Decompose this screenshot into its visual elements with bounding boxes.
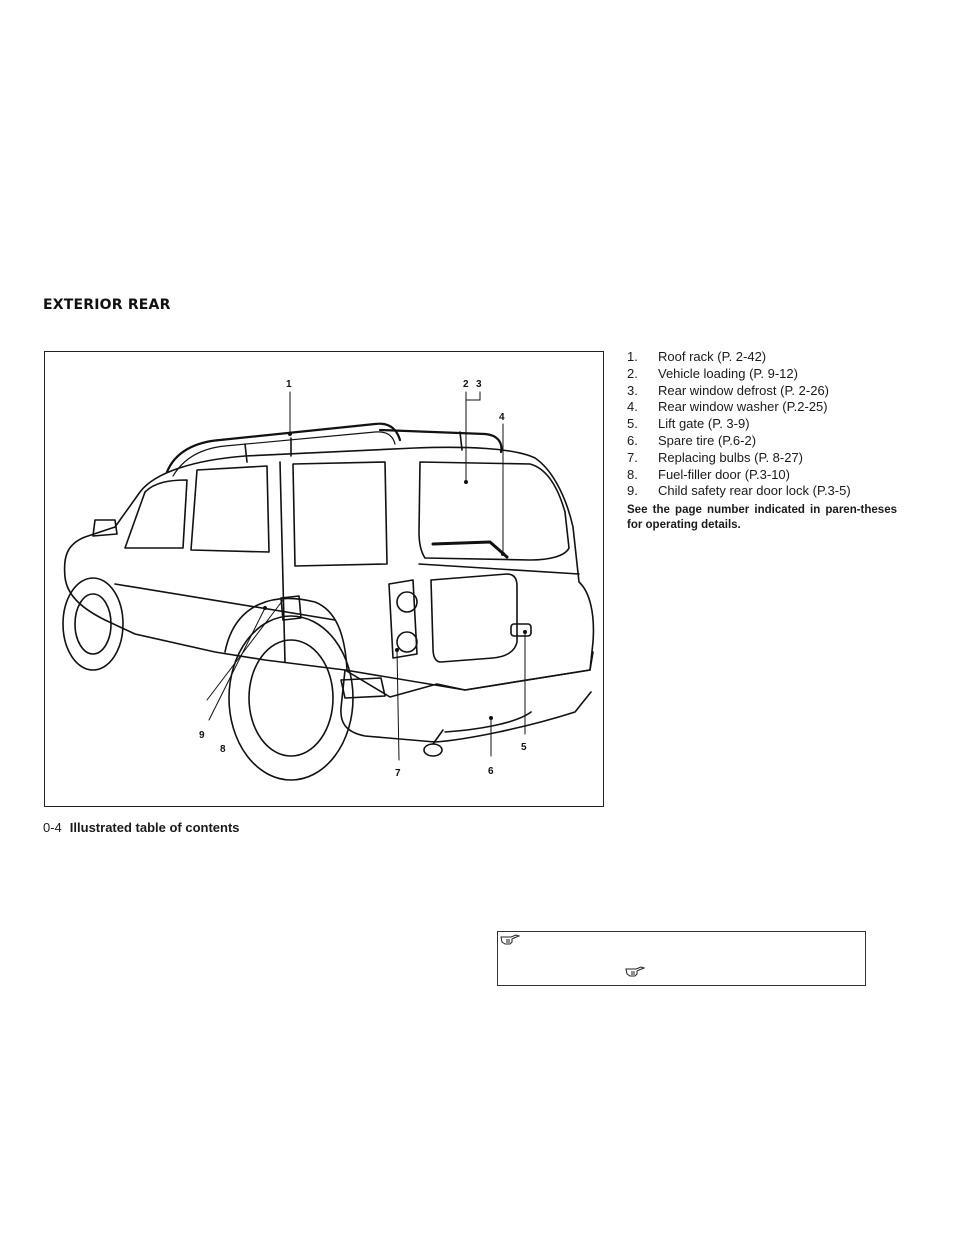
- item-number: 7.: [627, 449, 638, 465]
- page-number: 0-4: [43, 820, 62, 835]
- item-label: Spare tire (P.6-2): [658, 432, 757, 448]
- item-label: Fuel-filler door (P.3-10): [658, 466, 790, 482]
- list-item: 1. Roof rack (P. 2-42): [627, 349, 907, 366]
- list-item: 2. Vehicle loading (P. 9-12): [627, 366, 907, 383]
- list-item: 8. Fuel-filler door (P.3-10): [627, 467, 907, 484]
- item-label: Vehicle loading (P. 9-12): [658, 365, 798, 381]
- page-reference-note: See the page number indicated in paren-t…: [627, 504, 897, 531]
- list-item: 4. Rear window washer (P.2-25): [627, 399, 907, 416]
- pointing-hand-icon: [500, 934, 520, 945]
- list-item: 7. Replacing bulbs (P. 8-27): [627, 450, 907, 467]
- item-number: 6.: [627, 432, 638, 448]
- item-number: 5.: [627, 416, 638, 432]
- item-number: 9.: [627, 483, 638, 499]
- callout-2: 2: [463, 379, 469, 390]
- callout-7: 7: [395, 768, 401, 779]
- item-number: 3.: [627, 382, 638, 398]
- reference-box: [497, 931, 866, 986]
- callout-5: 5: [521, 742, 527, 753]
- item-label: Rear window defrost (P. 2-26): [658, 382, 830, 398]
- item-number: 4.: [627, 399, 638, 415]
- list-item: 5. Lift gate (P. 3-9): [627, 416, 907, 433]
- item-number: 8.: [627, 466, 638, 482]
- list-item: 3. Rear window defrost (P. 2-26): [627, 383, 907, 400]
- list-item: 6. Spare tire (P.6-2): [627, 433, 907, 450]
- callout-1: 1: [286, 379, 292, 390]
- callout-9: 9: [199, 730, 205, 741]
- callout-4: 4: [499, 412, 505, 423]
- item-label: Roof rack (P. 2-42): [658, 349, 767, 364]
- callout-3: 3: [476, 379, 482, 390]
- item-label: Lift gate (P. 3-9): [658, 416, 750, 432]
- item-label: Rear window washer (P.2-25): [658, 399, 828, 415]
- list-item: 9. Child safety rear door lock (P.3-5): [627, 483, 907, 500]
- pointing-hand-icon: [625, 966, 645, 977]
- vehicle-rear-illustration: 1 2 3 4 5 6 7 8 9: [44, 351, 604, 807]
- item-number: 1.: [627, 349, 638, 364]
- vehicle-drawing: 1 2 3 4 5 6 7 8 9: [62, 379, 595, 781]
- page-footer: 0-4 Illustrated table of contents: [43, 820, 240, 835]
- callout-8: 8: [220, 744, 226, 755]
- item-label: Child safety rear door lock (P.3-5): [658, 483, 851, 499]
- item-number: 2.: [627, 365, 638, 381]
- item-label: Replacing bulbs (P. 8-27): [658, 449, 804, 465]
- section-title: EXTERIOR REAR: [43, 297, 171, 313]
- footer-title: Illustrated table of contents: [69, 820, 240, 835]
- callout-6: 6: [488, 766, 494, 777]
- parts-list: 1. Roof rack (P. 2-42) 2. Vehicle loading …: [627, 349, 907, 500]
